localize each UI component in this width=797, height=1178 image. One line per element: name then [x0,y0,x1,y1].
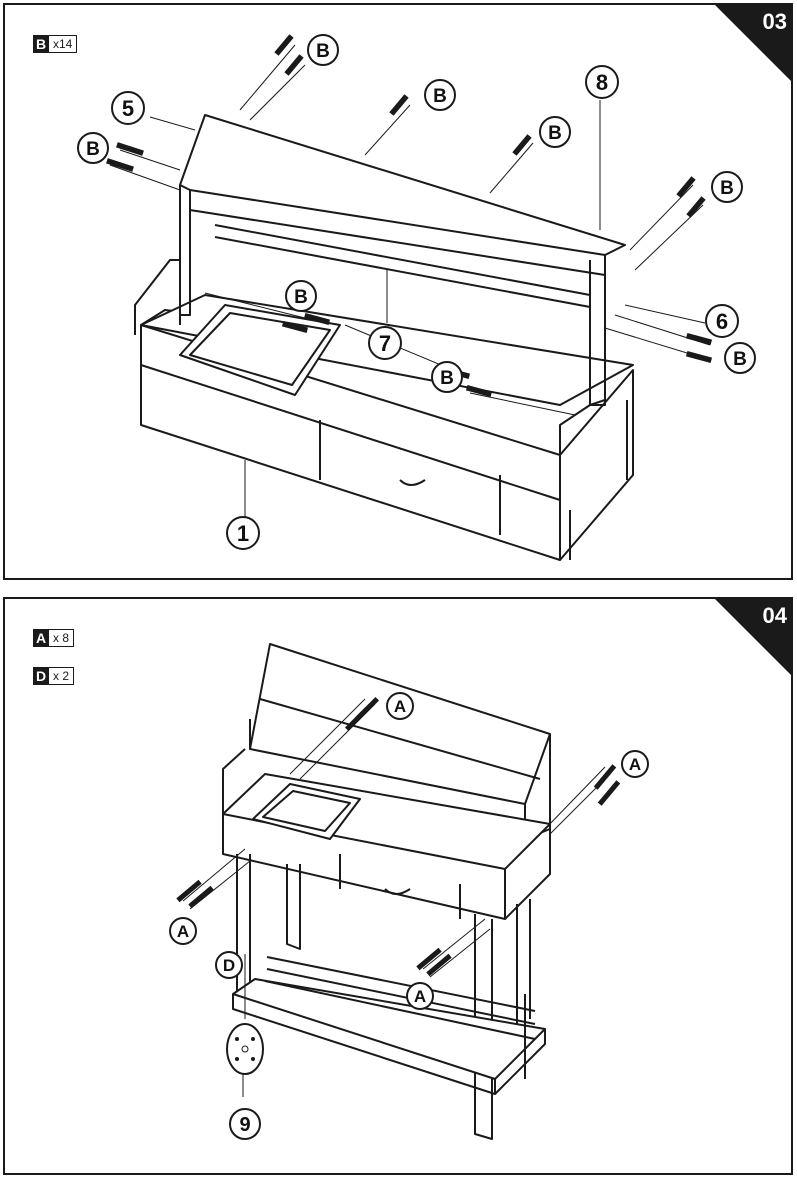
hardware-qty: x14 [49,35,78,53]
callout-screw-a [406,982,434,1010]
step-03-drawing: 5 8 6 7 1 B B B B B B B B [77,34,756,561]
label-screw-a: A [394,697,406,716]
callout-screw-a [386,692,414,720]
callout-part-7 [368,326,402,360]
callout-part-8 [585,65,619,99]
label-screw-d: D [223,956,235,975]
step-03-corner-badge: 03 [713,5,791,83]
callout-screw-b [711,171,743,203]
callout-part-1 [226,516,260,550]
callout-screw-d [215,951,243,979]
callout-screw-b [724,342,756,374]
hardware-qty: x 8 [49,629,75,647]
label-screw-b: B [294,287,308,308]
label-screw-a: A [414,987,426,1006]
callout-part-6 [705,304,739,338]
step-03-hardware-b: B x14 [33,35,78,53]
callout-screw-b [307,34,339,66]
hardware-qty: x 2 [49,667,75,685]
callout-screw-b [424,79,456,111]
hardware-letter: A [33,629,49,647]
label-screw-b: B [433,86,447,107]
label-screw-b: B [733,349,747,370]
step-03-number: 03 [762,9,787,34]
hardware-letter: B [33,35,49,53]
callout-part-9 [229,1108,261,1140]
step-04-hardware-a: A x 8 [33,629,75,647]
wheel-part-9 [226,1023,264,1075]
label-part-5: 5 [122,96,134,121]
hardware-letter: D [33,667,49,685]
callout-screw-b [77,132,109,164]
step-04-hardware-d: D x 2 [33,667,75,685]
step-04-drawing: A A A A D 9 [169,643,649,1140]
label-part-8: 8 [596,70,608,95]
callout-screw-a [169,917,197,945]
label-part-1: 1 [237,521,249,546]
label-part-7: 7 [379,331,391,356]
label-screw-a: A [629,755,641,774]
callout-screw-b [285,280,317,312]
label-part-6: 6 [716,309,728,334]
callout-screw-a [621,750,649,778]
step-04-number: 04 [762,603,787,628]
label-screw-b: B [316,41,330,62]
label-screw-b: B [440,368,454,389]
callout-screw-b [431,361,463,393]
label-screw-a: A [177,922,189,941]
step-04-corner-badge: 04 [713,599,791,677]
label-screw-b: B [86,139,100,160]
label-screw-b: B [548,123,562,144]
label-screw-b: B [720,178,734,199]
step-03-panel: 03 B x14 [3,3,793,580]
callout-screw-b [539,116,571,148]
step-04-panel: 04 A x 8 D x 2 [3,597,793,1175]
label-part-9: 9 [239,1114,250,1136]
callout-part-5 [111,91,145,125]
